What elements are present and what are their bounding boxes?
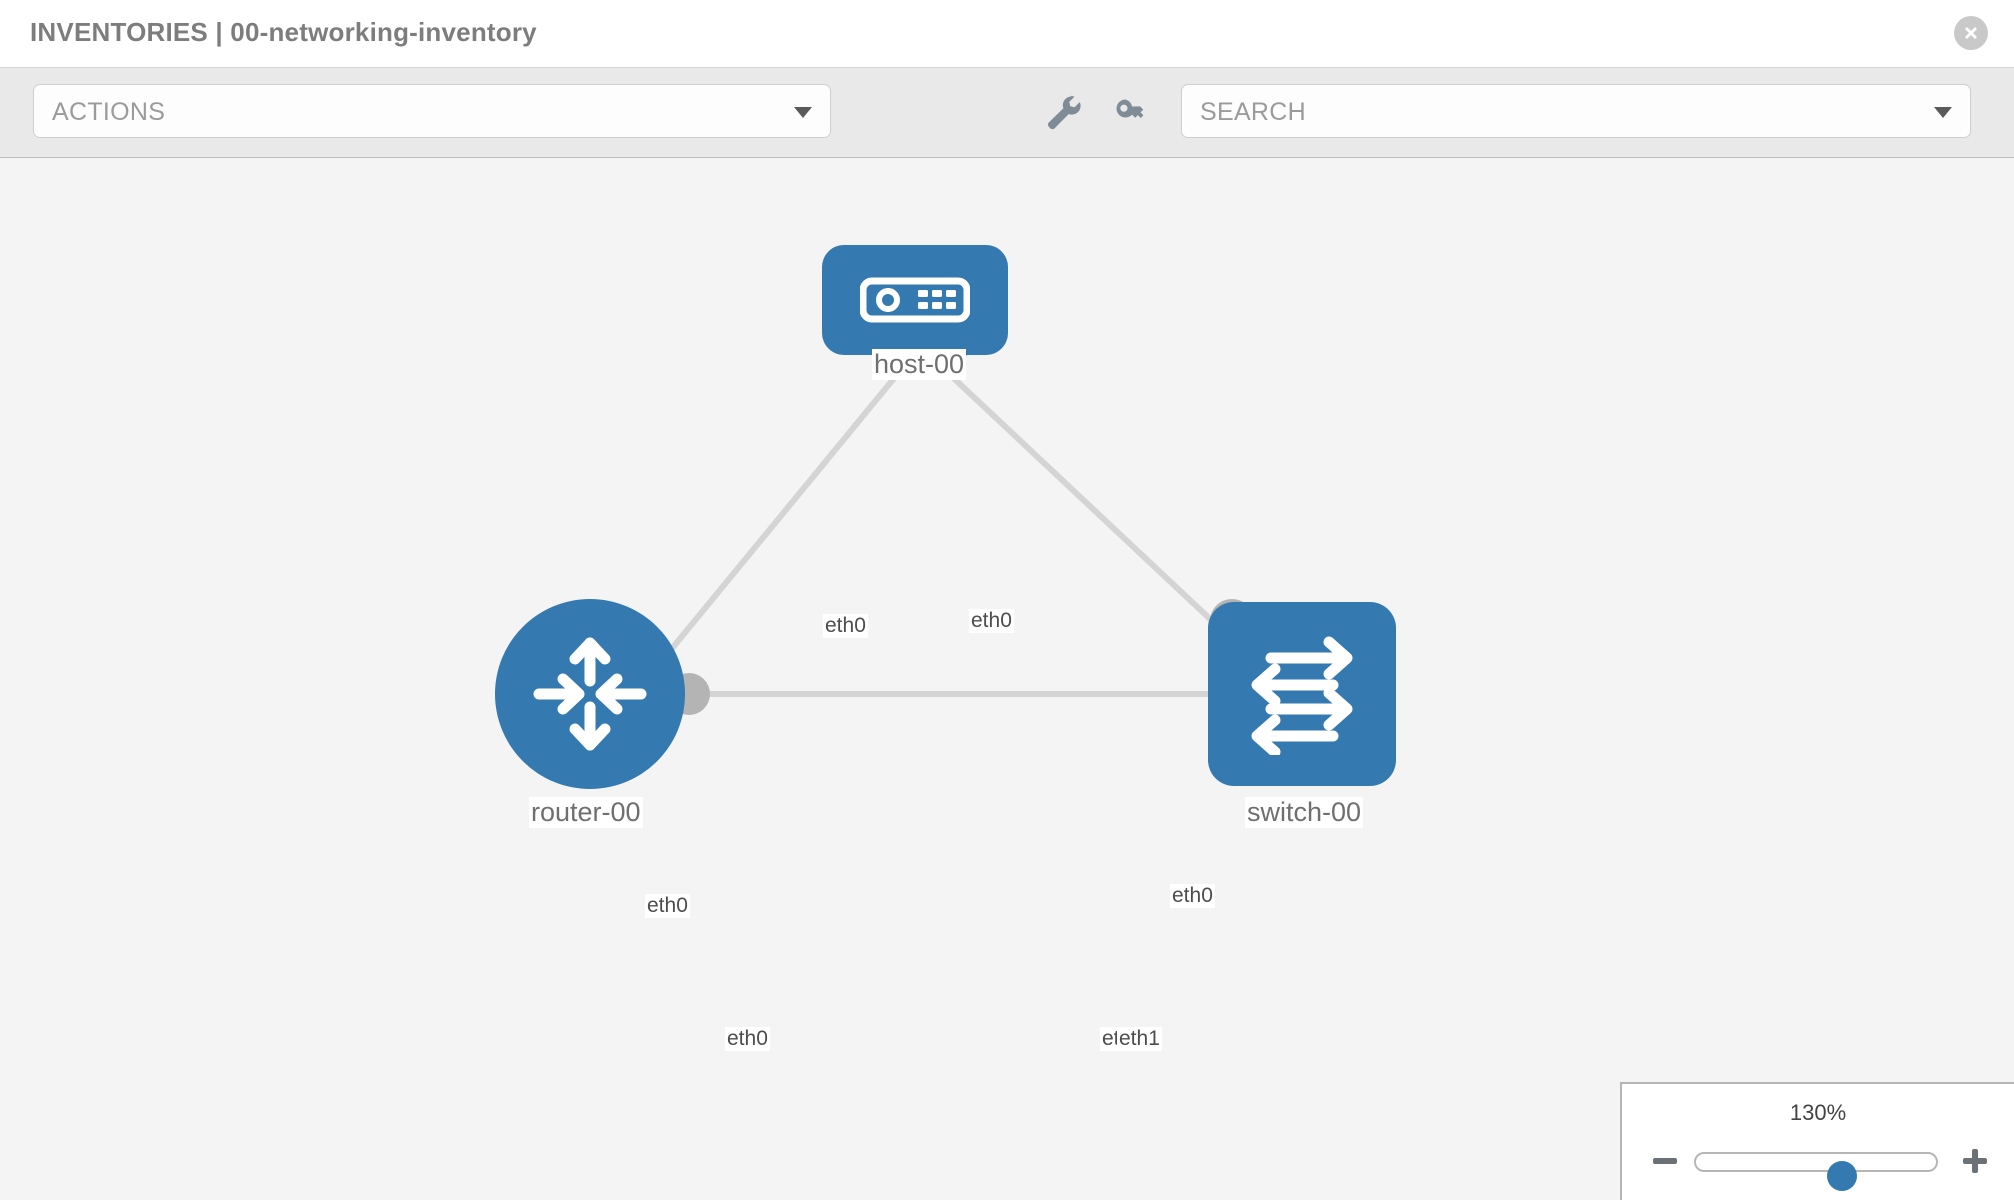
minus-icon: [1653, 1158, 1677, 1164]
topology-canvas[interactable]: host-00: [0, 159, 2014, 1200]
page-title: INVENTORIES | 00-networking-inventory: [30, 17, 537, 47]
node-label-router-00: router-00: [529, 797, 643, 829]
node-label-host-00: host-00: [872, 349, 967, 381]
interface-label: eth0: [823, 614, 868, 639]
zoom-slider-track[interactable]: [1694, 1152, 1938, 1191]
search-input[interactable]: SEARCH: [1181, 84, 1971, 138]
zoom-level-value: 130%: [1789, 1100, 1847, 1125]
search-placeholder: SEARCH: [1200, 98, 1306, 126]
zoom-slider-row: [1622, 1140, 2014, 1191]
zoom-slider-thumb[interactable]: [1826, 1161, 1857, 1191]
switch-node-shape[interactable]: [1208, 602, 1396, 786]
interface-label: eth1: [1117, 1027, 1162, 1052]
actions-dropdown[interactable]: ACTIONS: [33, 84, 831, 138]
zoom-in-button[interactable]: [1960, 1146, 1990, 1176]
node-label-switch-00: switch-00: [1245, 797, 1364, 829]
plus-icon: [1963, 1149, 1987, 1173]
link-group: [611, 368, 1261, 721]
toolbar: ACTIONS SEARCH: [0, 68, 2014, 158]
router-node-shape[interactable]: [495, 599, 685, 789]
interface-label: eth0: [1170, 884, 1215, 909]
key-icon[interactable]: [1109, 90, 1153, 134]
interface-label: eth0: [969, 609, 1014, 634]
zoom-out-button[interactable]: [1650, 1146, 1680, 1176]
router-arrows-icon: [533, 637, 647, 751]
chevron-down-icon: [794, 107, 812, 118]
server-icon: [860, 277, 970, 323]
switch-arrows-icon: [1251, 636, 1353, 755]
link-host-switch: [943, 368, 1261, 667]
zoom-control-panel: 130%: [1620, 1082, 2014, 1200]
interface-label: eth0: [725, 1027, 770, 1052]
host-node-shape[interactable]: [822, 245, 1008, 355]
chevron-down-icon: [1934, 107, 1952, 118]
actions-dropdown-label: ACTIONS: [52, 98, 166, 126]
topology-graph: host-00: [0, 159, 2014, 1200]
page-header: INVENTORIES | 00-networking-inventory: [0, 0, 2014, 68]
close-icon[interactable]: [1954, 16, 1988, 50]
wrench-icon[interactable]: [1041, 90, 1085, 134]
interface-label: eth0: [645, 894, 690, 919]
